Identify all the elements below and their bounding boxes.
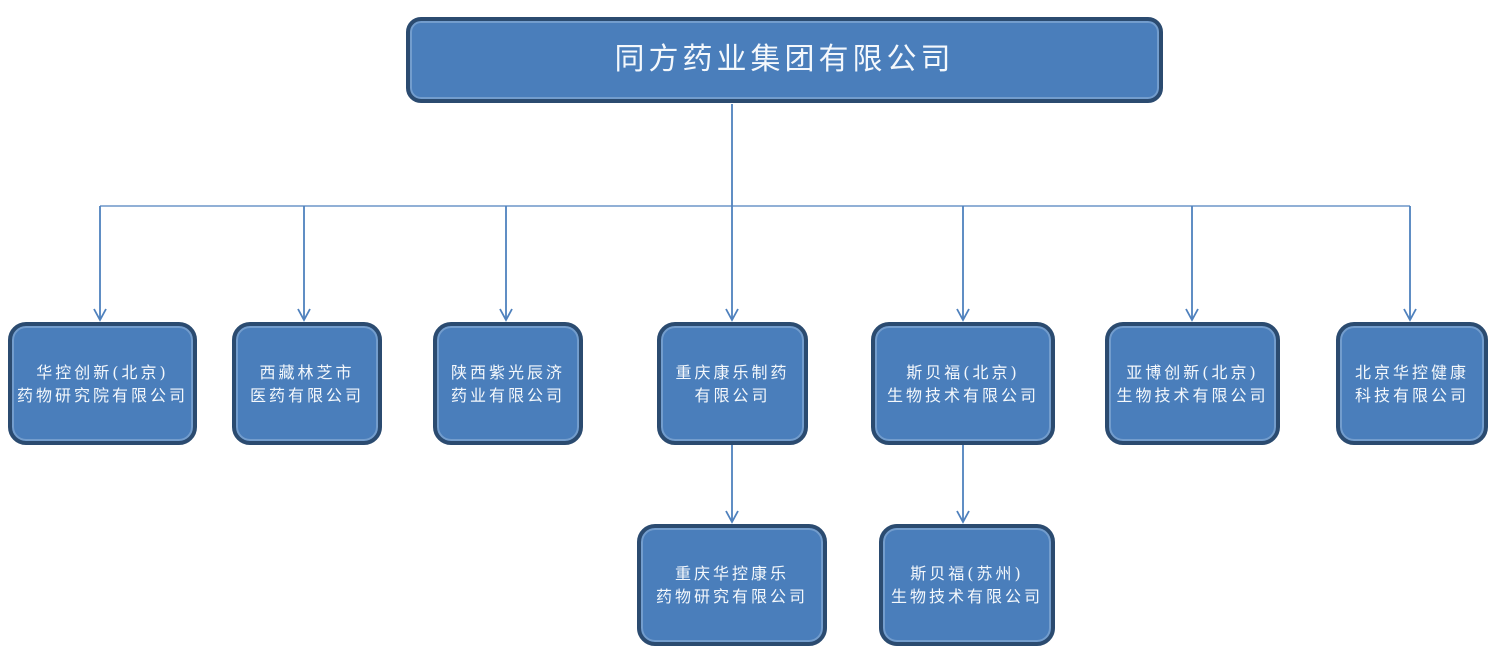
node-label-line: 北京华控健康 xyxy=(1354,362,1469,382)
org-node-child-4: 重庆康乐制药 有限公司 xyxy=(657,322,808,445)
node-label-line: 陕西紫光辰济 xyxy=(450,362,565,382)
node-label-line: 生物技术有限公司 xyxy=(890,587,1043,606)
org-node-child-3: 陕西紫光辰济 药业有限公司 xyxy=(433,322,583,445)
node-label-line: 斯贝福(北京) xyxy=(906,362,1020,382)
org-node-child-1: 华控创新(北京) 药物研究院有限公司 xyxy=(8,322,197,445)
node-label-line: 斯贝福(苏州) xyxy=(910,564,1024,583)
node-label-line: 亚博创新(北京) xyxy=(1126,362,1259,382)
org-node-child-2: 西藏林芝市 医药有限公司 xyxy=(232,322,382,445)
node-label-line: 西藏林芝市 xyxy=(259,362,355,382)
org-node-grandchild-1: 重庆华控康乐 药物研究有限公司 xyxy=(637,524,827,646)
node-label-line: 同方药业集团有限公司 xyxy=(614,42,955,77)
node-label-line: 重庆康乐制药 xyxy=(675,362,790,382)
node-label-line: 生物技术有限公司 xyxy=(886,385,1039,405)
node-label-line: 药物研究院有限公司 xyxy=(16,385,188,405)
node-label-line: 科技有限公司 xyxy=(1354,385,1469,405)
node-label-line: 重庆华控康乐 xyxy=(674,564,789,583)
node-label-line: 有限公司 xyxy=(694,385,771,405)
node-label-line: 医药有限公司 xyxy=(249,385,364,405)
node-label-line: 药物研究有限公司 xyxy=(655,587,808,606)
node-label-line: 药业有限公司 xyxy=(450,385,565,405)
node-label-line: 华控创新(北京) xyxy=(36,362,169,382)
org-node-child-6: 亚博创新(北京) 生物技术有限公司 xyxy=(1105,322,1280,445)
org-node-grandchild-2: 斯贝福(苏州) 生物技术有限公司 xyxy=(879,524,1055,646)
org-node-root: 同方药业集团有限公司 xyxy=(406,17,1163,103)
node-label-line: 生物技术有限公司 xyxy=(1116,385,1269,405)
org-node-child-5: 斯贝福(北京) 生物技术有限公司 xyxy=(871,322,1055,445)
org-node-child-7: 北京华控健康 科技有限公司 xyxy=(1336,322,1488,445)
org-node-root-label: 同方药业集团有限公司 xyxy=(410,40,1159,80)
